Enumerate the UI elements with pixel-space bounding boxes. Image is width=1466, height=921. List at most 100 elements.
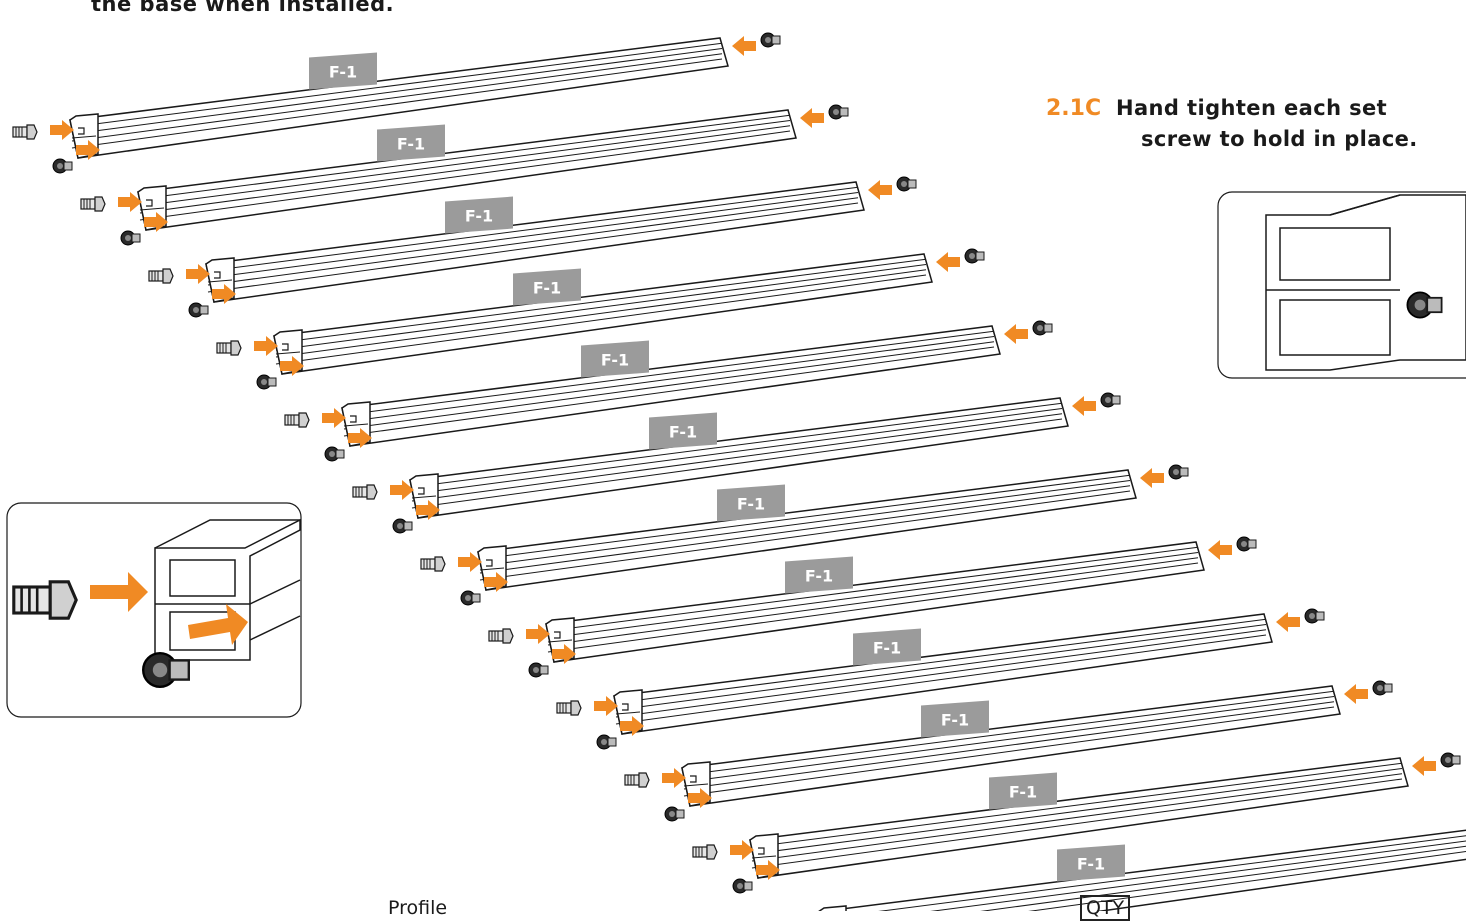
arrow-left-icon [1276,612,1300,632]
detail-inset-left [6,502,302,718]
step-instruction-line2: screw to hold in place. [1141,127,1418,151]
arrow-right-icon [186,264,210,284]
set-screw-icon [52,158,73,174]
set-screw-icon [760,32,781,48]
arrow-left-icon [1208,540,1232,560]
set-screw-icon [12,124,38,140]
part-label-bg [717,484,785,522]
rail-f1: F-1 [556,608,1325,750]
set-screw-icon [148,268,174,284]
part-label-bg [309,52,377,90]
part-label-f1: F-1 [329,63,357,82]
set-screw-icon [352,484,378,500]
part-label-f1: F-1 [601,351,629,370]
arrow-left-icon [1004,324,1028,344]
set-screw-icon [896,176,917,192]
arrow-right-icon [254,336,278,356]
arrow-right-icon [688,788,712,808]
arrow-right-icon [526,624,550,644]
part-label-f1: F-1 [805,567,833,586]
arrow-left-icon [1140,468,1164,488]
part-label-f1: F-1 [737,495,765,514]
part-label-f1: F-1 [669,423,697,442]
set-screw-icon [1168,464,1189,480]
profile-label: Profile [388,897,448,919]
set-screw-icon [1032,320,1053,336]
arrow-right-icon [594,696,618,716]
set-screw-icon [216,340,242,356]
part-label-bg [989,772,1057,810]
part-label-f1: F-1 [941,711,969,730]
rail-f1: F-1 [80,104,849,246]
set-screw-icon [188,302,209,318]
rail-f1: F-1 [216,248,985,390]
part-label-bg [513,268,581,306]
step-instruction-line1: Hand tighten each set [1116,96,1388,120]
arrow-right-icon [118,192,142,212]
set-screw-icon [1100,392,1121,408]
part-label-f1: F-1 [533,279,561,298]
part-label-bg [445,196,513,234]
set-screw-icon [460,590,481,606]
arrow-right-icon [756,860,780,880]
part-label-bg [921,700,989,738]
set-screw-icon [692,844,718,860]
arrow-left-icon [1344,684,1368,704]
rail-f1: F-1 [284,320,1053,462]
rail-f1: F-1 [352,392,1121,534]
rail-f1: F-1 [420,464,1189,606]
part-label-f1: F-1 [873,639,901,658]
set-screw-icon [732,878,753,894]
arrow-left-icon [732,36,756,56]
arrow-left-icon [868,180,892,200]
set-screw-icon [556,700,582,716]
arrow-left-icon [1412,756,1436,776]
set-screw-icon [1440,752,1461,768]
arrow-right-icon [50,120,74,140]
arrow-right-icon [620,716,644,736]
part-label-bg [1057,844,1125,882]
rail-f1: F-1 [818,829,1466,911]
set-screw-icon [120,230,141,246]
set-screw-icon [420,556,446,572]
part-label-bg [377,124,445,162]
set-screw-icon [1372,680,1393,696]
set-screw-icon [488,628,514,644]
set-screw-icon [1304,608,1325,624]
part-label-f1: F-1 [397,135,425,154]
arrow-left-icon [800,108,824,128]
qty-label: QTY [1080,895,1131,921]
set-screw-icon [80,196,106,212]
arrow-right-icon [458,552,482,572]
part-label-bg [581,340,649,378]
set-screw-icon [1236,536,1257,552]
arrow-right-icon [730,840,754,860]
set-screw-icon [596,734,617,750]
set-screw-icon [624,772,650,788]
arrow-left-icon [936,252,960,272]
rail-f1: F-1 [488,536,1257,678]
arrow-right-icon [416,500,440,520]
arrow-right-icon [144,212,168,232]
arrow-right-icon [280,356,304,376]
page-caption: the base when installed. [91,0,395,16]
arrow-right-icon [552,644,576,664]
set-screw-icon [964,248,985,264]
set-screw-icon [256,374,277,390]
rail-f1: F-1 [12,32,781,174]
part-label-f1: F-1 [1009,783,1037,802]
rail-f1: F-1 [692,752,1461,894]
part-label-bg [649,412,717,450]
rail-f1: F-1 [148,176,917,318]
set-screw-icon [324,446,345,462]
arrow-right-icon [348,428,372,448]
part-label-bg [785,556,853,594]
arrow-left-icon [1072,396,1096,416]
arrow-right-icon [390,480,414,500]
arrow-right-icon [76,140,100,160]
part-label-f1: F-1 [1077,855,1105,874]
set-screw-icon [528,662,549,678]
arrow-right-icon [662,768,686,788]
part-label-f1: F-1 [465,207,493,226]
